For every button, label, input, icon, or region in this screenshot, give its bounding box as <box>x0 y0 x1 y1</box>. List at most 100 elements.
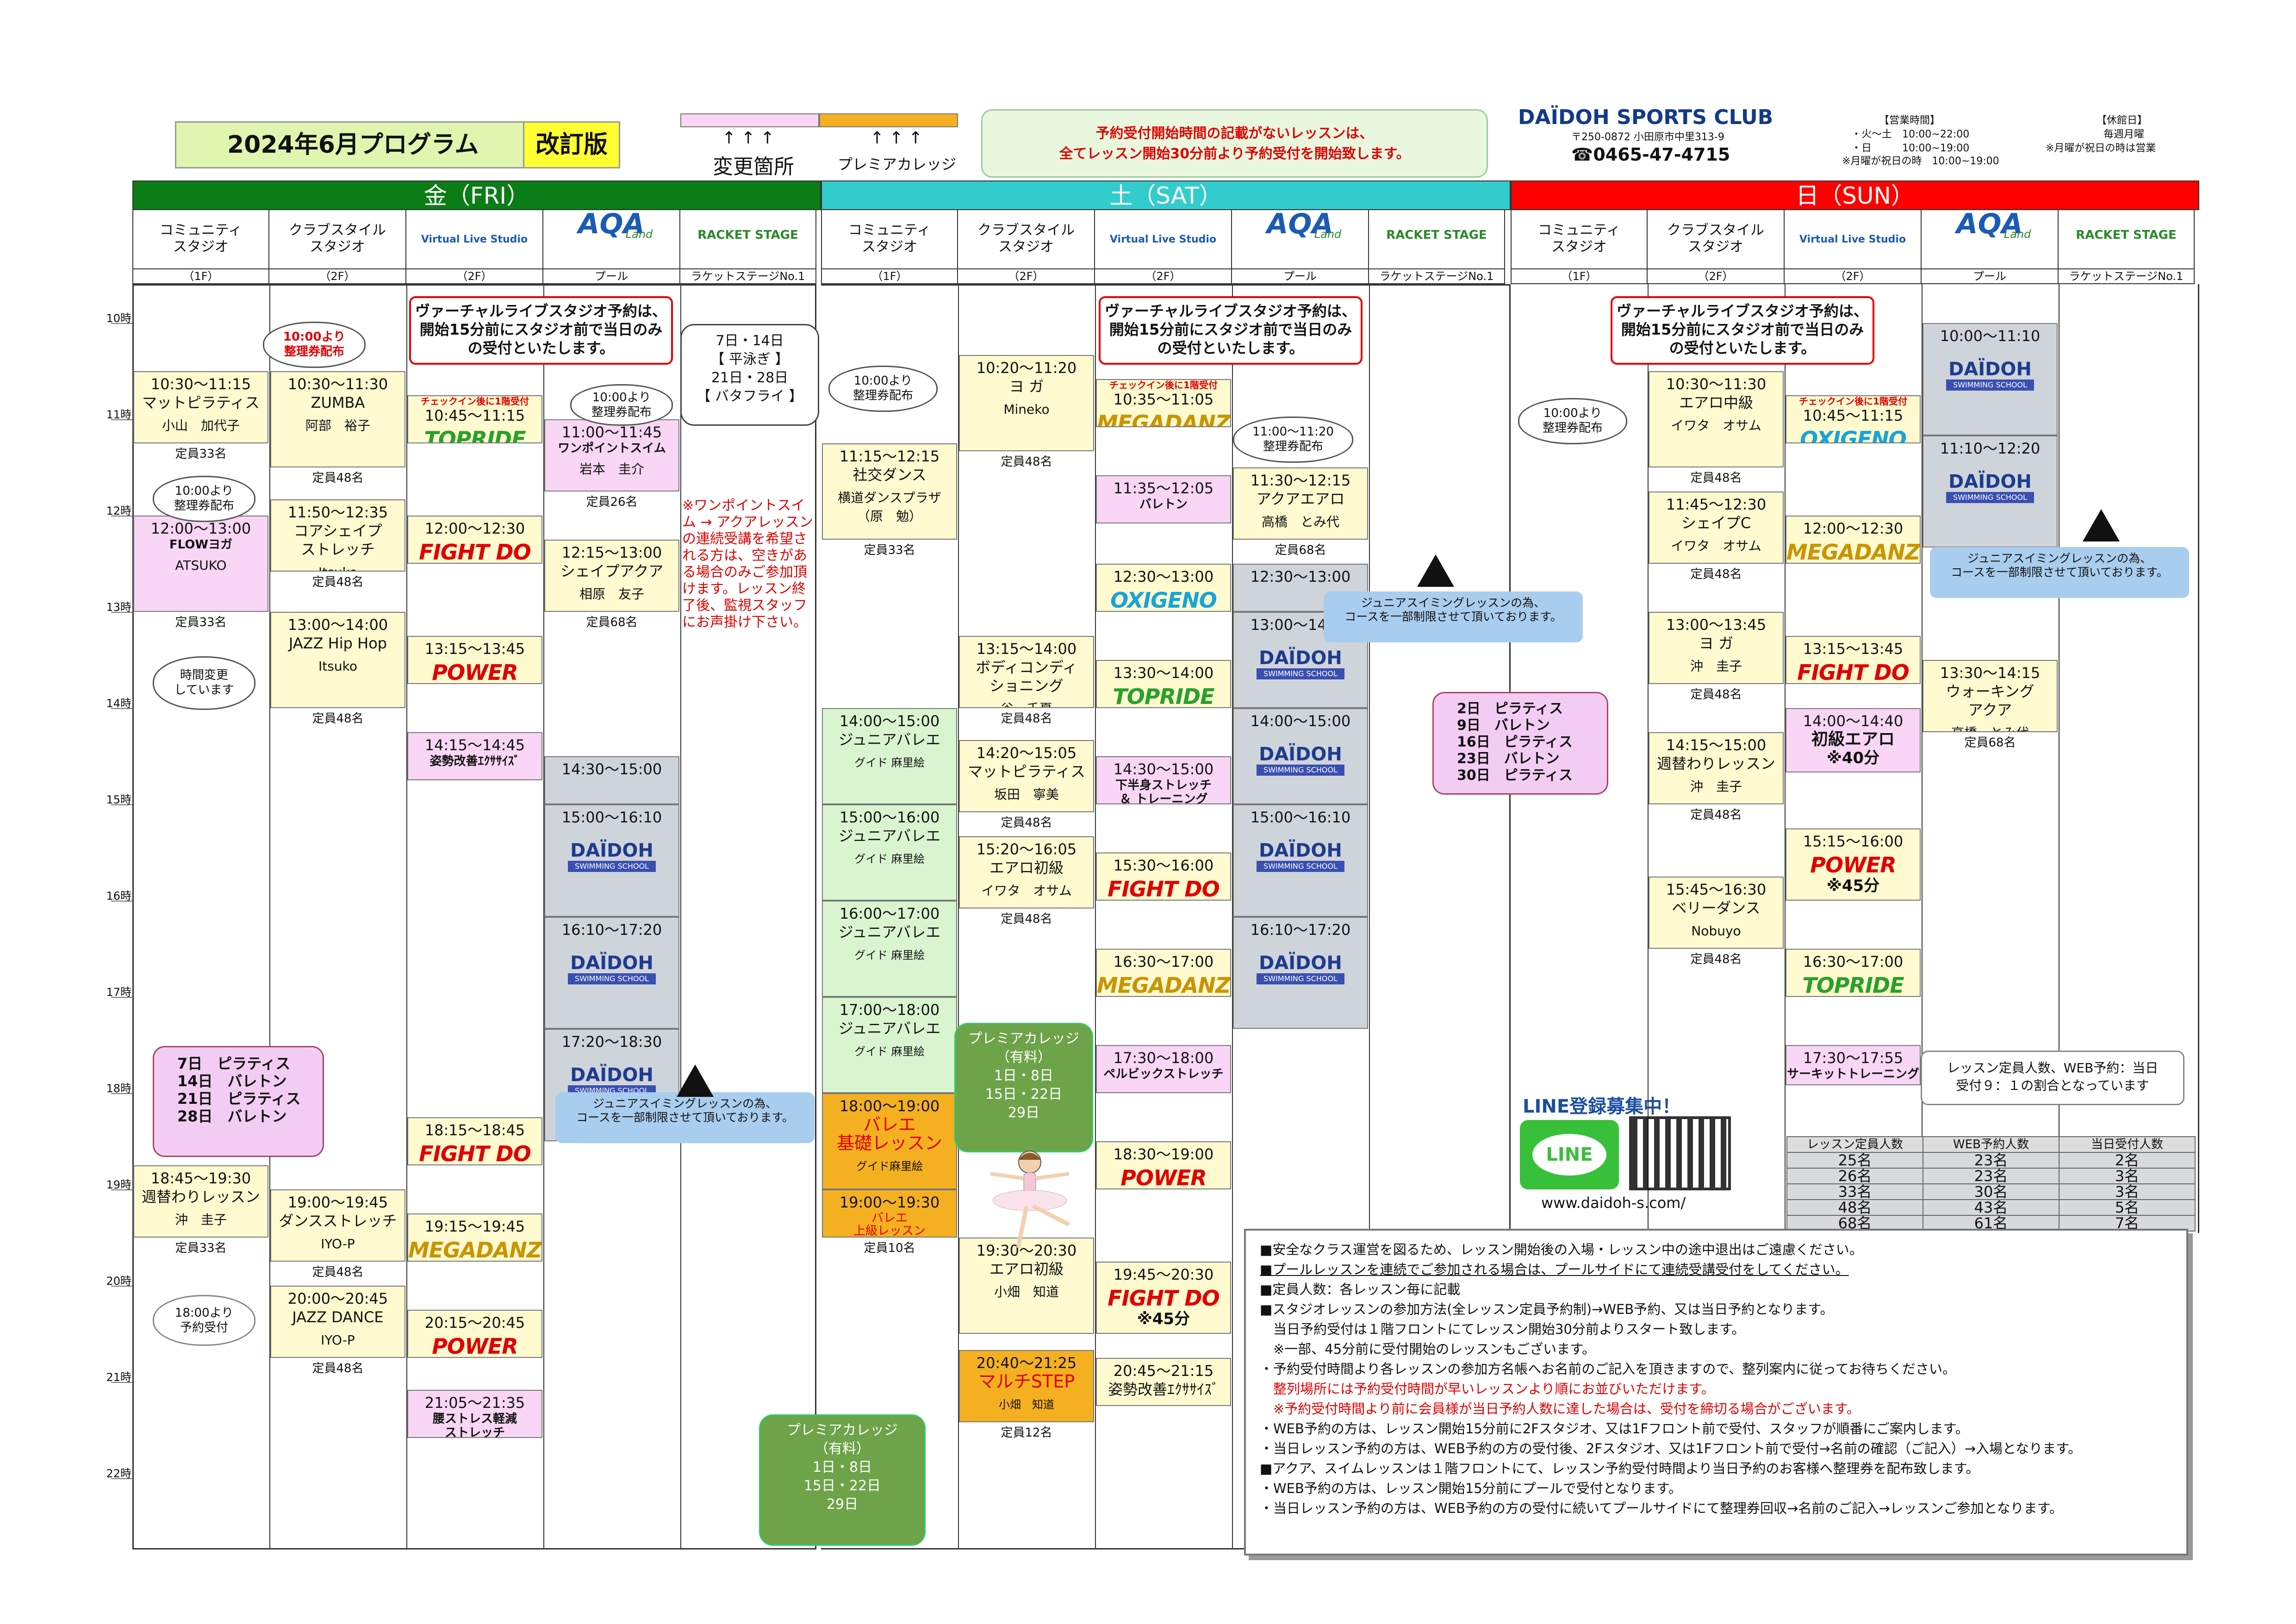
lesson-name: サーキットトレーニング <box>1786 1067 1919 1081</box>
info-line: ・WEB予約の方は、レッスン開始15分前に2Fスタジオ、又は1Fフロント前で受付… <box>1260 1421 1969 1437</box>
line-logo[interactable]: LINE <box>1520 1120 1619 1189</box>
lesson-cell-sat-c4[interactable]: 12:30～13:00 <box>1233 564 1368 612</box>
hour-tick <box>111 323 132 324</box>
timetable-frame <box>132 284 816 1549</box>
duration-note: ※40分 <box>1826 749 1880 767</box>
lesson-time: 14:30～15:00 <box>1113 760 1214 778</box>
column-floor-sun-1: （2F） <box>1648 269 1785 284</box>
lesson-cell-fri-c4[interactable]: 14:30～15:00 <box>544 756 679 804</box>
swimming-school-text: SWIMMING SCHOOL <box>1257 861 1344 872</box>
onepoint-note: ※ワンポイントスイム → アクアレッスンの連続受講を希望される方は、空きがある場… <box>682 498 813 630</box>
hour-label: 14時 <box>106 697 131 710</box>
info-line: 当日予約受付は１階フロントにてレッスン開始30分前よりスタート致します。 <box>1260 1321 1745 1337</box>
website-url[interactable]: www.daidoh-s.com/ <box>1541 1194 1686 1212</box>
qr-code-icon[interactable] <box>1629 1116 1731 1190</box>
lesson-time: 14:00～14:40 <box>1803 712 1904 730</box>
lesson-time: 16:00～17:00 <box>839 905 940 922</box>
program-brand-logo: FIGHT DO <box>1108 1286 1220 1311</box>
line-title: LINE登録募集中！ <box>1523 1096 1681 1117</box>
column-floor-sat-0: （1F） <box>821 269 958 284</box>
lesson-time: 10:45～11:15 <box>424 407 525 424</box>
capacity-label: 定員48名 <box>1690 688 1742 702</box>
capacity-cell: 43名 <box>1923 1199 2060 1216</box>
program-brand-logo: POWER <box>1120 1165 1207 1189</box>
instructor-name: IYO-P <box>321 1236 355 1251</box>
program-brand-logo: POWER <box>432 1334 518 1358</box>
lesson-time: 15:30～16:00 <box>1113 857 1214 874</box>
column-title: コミュニティ スタジオ <box>159 222 243 255</box>
program-brand-logo: FIGHT DO <box>1797 660 1909 684</box>
swimming-school-text: SWIMMING SCHOOL <box>1257 765 1344 776</box>
column-floor-sun-0: （1F） <box>1511 269 1648 284</box>
column-divider <box>958 284 959 1549</box>
capacity-label: 定員48名 <box>1690 567 1742 581</box>
instructor-name: IYO-P <box>321 1332 355 1348</box>
closed-1: 毎週月曜 <box>2103 129 2145 140</box>
lesson-name: ウォーキング アクア <box>1946 683 2035 719</box>
